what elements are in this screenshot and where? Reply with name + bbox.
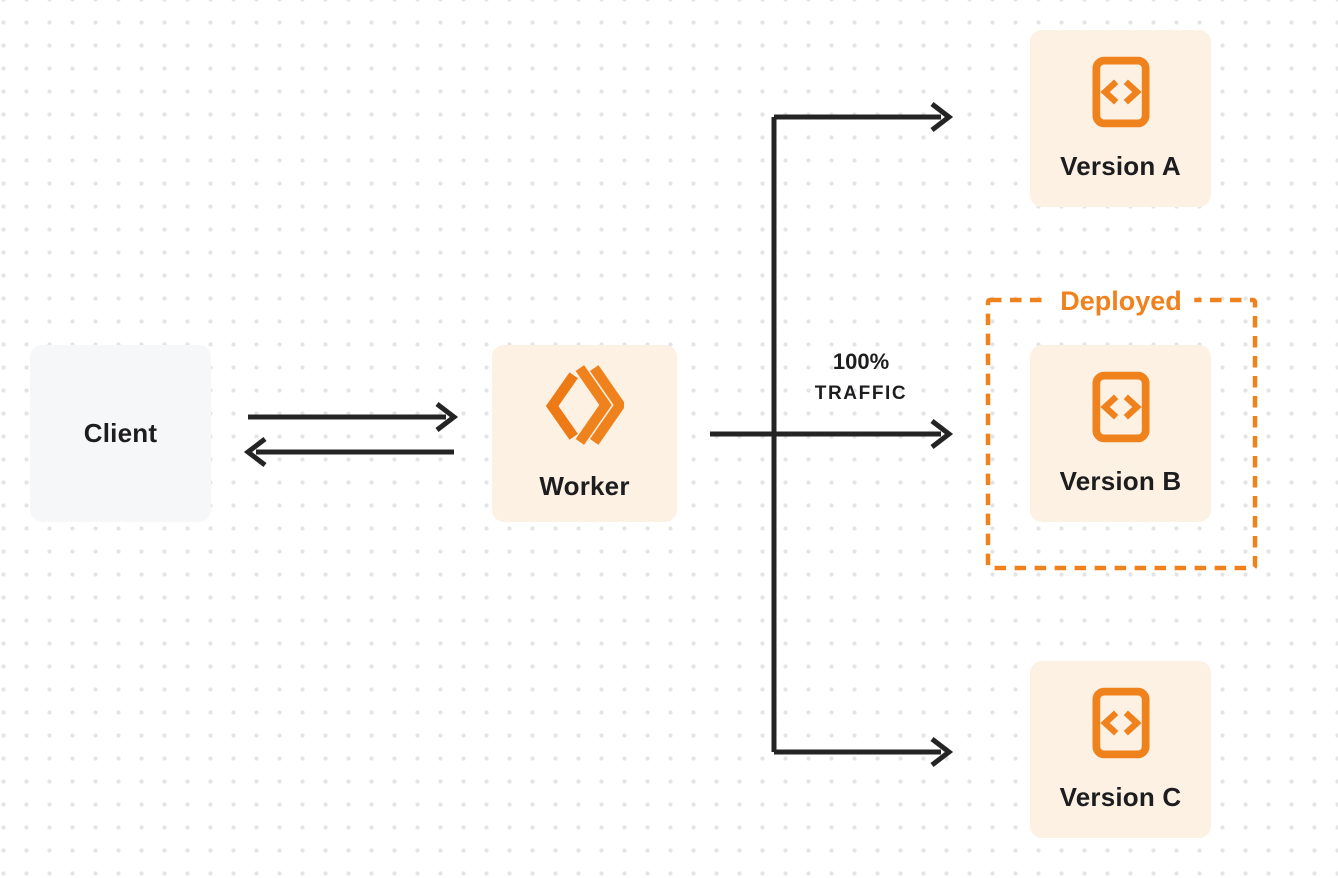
traffic-label: 100% TRAFFIC [815, 349, 907, 406]
traffic-word: TRAFFIC [814, 383, 908, 404]
traffic-percent: 100% [832, 349, 890, 374]
code-file-icon [1091, 371, 1150, 443]
version-a-node: Version A [1030, 30, 1211, 207]
worker-node: Worker [492, 345, 677, 522]
arrow-to-version-b [710, 419, 954, 449]
deployed-label: Deployed [1048, 286, 1194, 317]
arrow-to-version-c [774, 737, 954, 767]
arrow-worker-to-client [243, 437, 454, 467]
version-c-label: Version C [1059, 781, 1182, 812]
client-label: Client [83, 418, 158, 448]
cloudflare-workers-logo-icon [545, 365, 626, 445]
version-b-label: Version B [1059, 465, 1182, 496]
arrow-client-to-worker [248, 402, 459, 432]
arrow-to-version-a [774, 102, 954, 132]
worker-label: Worker [539, 471, 630, 501]
client-node: Client [30, 345, 211, 522]
code-file-icon [1091, 687, 1150, 759]
version-a-label: Version A [1060, 150, 1181, 181]
version-c-node: Version C [1030, 661, 1211, 838]
version-b-node: Version B [1030, 345, 1211, 522]
code-file-icon [1091, 56, 1150, 128]
